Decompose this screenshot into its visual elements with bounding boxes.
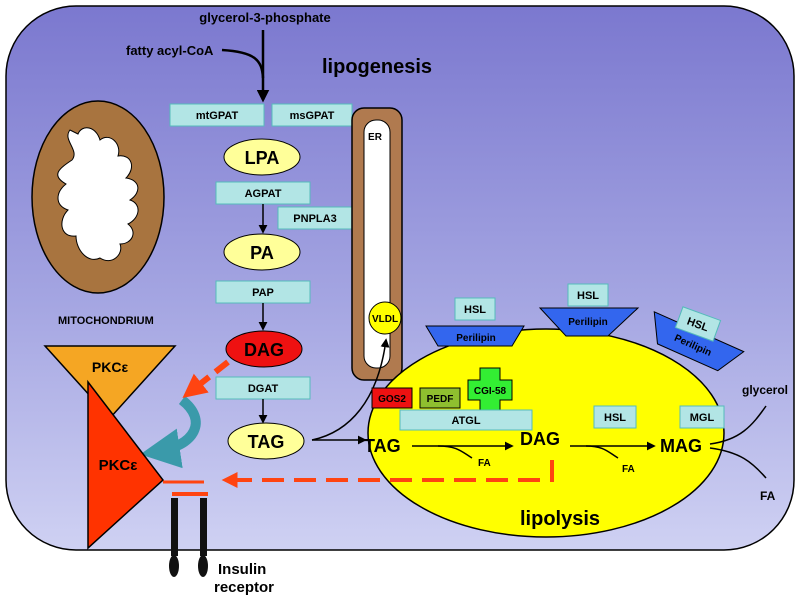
insulin-label: Insulin — [218, 561, 266, 578]
dag-ld-label: DAG — [520, 429, 560, 449]
cgi58-label: CGI-58 — [474, 386, 507, 397]
agpat-label: AGPAT — [245, 188, 282, 200]
pkc-active-triangle — [87, 379, 165, 550]
fa-release-3 — [709, 447, 767, 479]
tag-to-vldl-arrow — [311, 338, 390, 441]
tag-node — [227, 422, 305, 460]
lipid-droplet — [367, 328, 725, 538]
fa-right-label: FA — [760, 489, 776, 503]
perilipin-1: Perilipin — [425, 325, 525, 347]
pa-label: PA — [250, 243, 274, 263]
lipogenesis-label: lipogenesis — [322, 56, 432, 78]
fa-release-1 — [437, 445, 473, 459]
perilipin-1-hsl-label: HSL — [464, 304, 486, 316]
pkc-activation-arrow — [140, 396, 201, 469]
vldl-label: VLDL — [372, 314, 398, 325]
mitochondrium-label: MITOCHONDRIUM — [58, 315, 154, 327]
mtgpat-box — [169, 103, 265, 127]
perilipin-2: Perilipin — [538, 307, 640, 337]
msgpat-label: msGPAT — [290, 110, 335, 122]
atgl-box — [399, 409, 533, 431]
gos2-box — [371, 387, 413, 409]
pkc-active-label: PKCε — [99, 457, 138, 474]
lipolysis-label: lipolysis — [520, 508, 600, 530]
mgl-label: MGL — [690, 412, 715, 424]
droplet-dag-to-pkc-arrow — [221, 460, 554, 488]
pnpla3-label: PNPLA3 — [293, 213, 336, 225]
pa-node — [223, 233, 301, 271]
atgl-label: ATGL — [451, 415, 480, 427]
perilipin-1-hsl-box — [454, 297, 496, 321]
lpa-node — [223, 138, 301, 176]
fa2-label: FA — [622, 464, 635, 475]
mtgpat-label: mtGPAT — [196, 110, 239, 122]
fa1-label: FA — [478, 458, 491, 469]
insulin-receptor — [169, 498, 208, 577]
gos2-label: GOS2 — [378, 394, 406, 405]
svg-text:Perilipin: Perilipin — [568, 317, 607, 328]
glycerol-3-phosphate-label: glycerol-3-phosphate — [199, 10, 330, 25]
lpa-label: LPA — [245, 148, 280, 168]
receptor-label: receptor — [214, 579, 274, 596]
mag-ld-label: MAG — [660, 436, 702, 456]
perilipin-3-hsl: HSL — [674, 306, 722, 342]
fatty-acyl-coa-label: fatty acyl-CoA — [126, 43, 214, 58]
dag-activates-pkc-arrow — [182, 359, 230, 398]
mitochondrion — [31, 100, 165, 294]
vldl-particle — [368, 301, 402, 335]
pkc-inactive-triangle — [43, 345, 177, 420]
hsl-inner-box — [593, 405, 637, 429]
er-label: ER — [368, 132, 383, 143]
mgl-box — [679, 405, 725, 429]
perilipin-2-hsl-box — [567, 283, 609, 307]
tag-ld-label: TAG — [364, 436, 401, 456]
dag-node — [225, 330, 303, 368]
pedf-box — [419, 387, 461, 409]
glycerol-label: glycerol — [742, 383, 788, 397]
dgat-label: DGAT — [248, 383, 279, 395]
fatty-acyl-merge-arrow — [221, 48, 265, 79]
pap-label: PAP — [252, 287, 274, 299]
msgpat-box — [271, 103, 353, 127]
glycerol-release — [709, 405, 767, 445]
dag-label: DAG — [244, 340, 284, 360]
perilipin-2-hsl-label: HSL — [577, 290, 599, 302]
fa-release-2 — [585, 445, 619, 459]
pedf-label: PEDF — [427, 394, 454, 405]
tag-label: TAG — [248, 432, 285, 452]
svg-text:Perilipin: Perilipin — [456, 333, 495, 344]
pkc-inactive-label: PKCε — [92, 359, 129, 375]
hsl-inner-label: HSL — [604, 412, 626, 424]
